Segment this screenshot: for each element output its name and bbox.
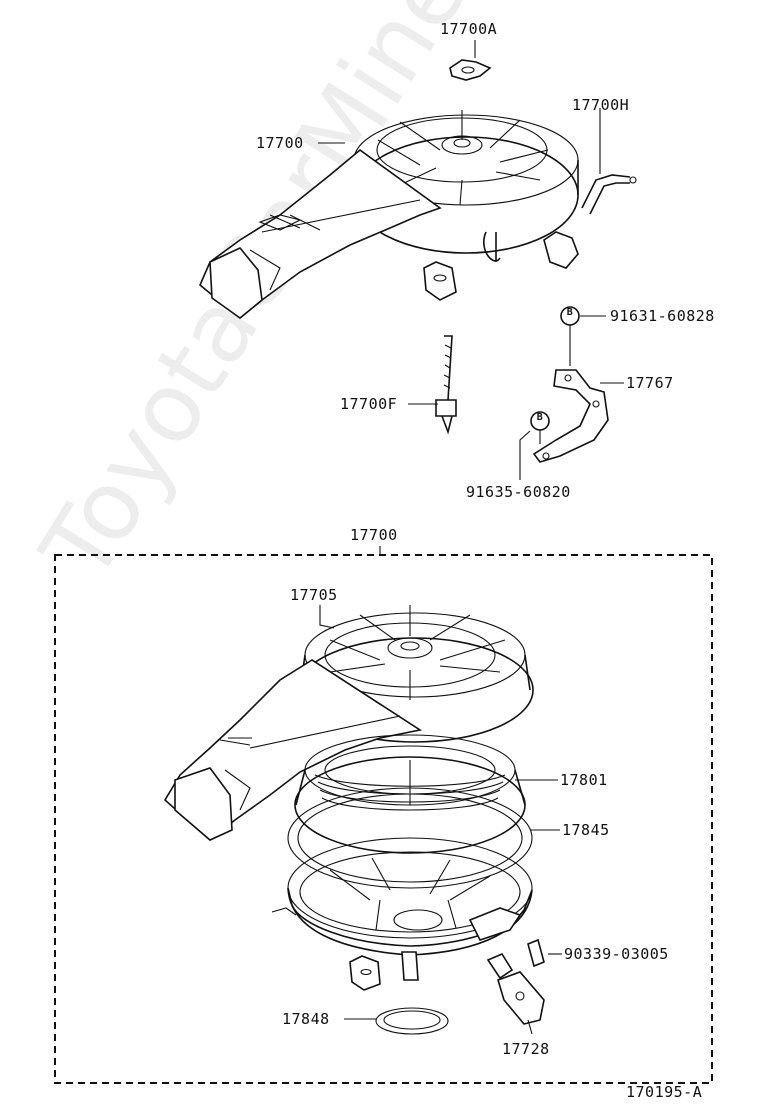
label-pin: 90339-03005 bbox=[564, 945, 669, 963]
wing-nut-drawing bbox=[449, 40, 492, 81]
figure-code: 170195-A bbox=[626, 1083, 703, 1101]
label-air-cleaner: 17700 bbox=[256, 134, 304, 152]
base-drawing bbox=[271, 837, 533, 991]
bracket-drawing bbox=[532, 325, 609, 463]
label-bolt-upper: 91631-60828 bbox=[610, 307, 715, 325]
label-hose: 17700H bbox=[572, 96, 630, 114]
gasket-drawing bbox=[287, 787, 533, 889]
label-gasket: 17845 bbox=[562, 821, 610, 839]
label-bolt-lower: 91635-60820 bbox=[466, 483, 571, 501]
air-cleaner-top-drawing bbox=[199, 108, 637, 320]
pin-drawing bbox=[527, 938, 562, 968]
bolt-marker-upper-label: B bbox=[566, 307, 574, 318]
bolt-marker-upper bbox=[560, 306, 580, 326]
label-valve: 17728 bbox=[502, 1040, 550, 1058]
label-cap: 17705 bbox=[290, 586, 338, 604]
valve-drawing bbox=[486, 952, 545, 1035]
label-ring: 17848 bbox=[282, 1010, 330, 1028]
bolt-marker-lower-label: B bbox=[536, 412, 544, 423]
stud-bolt-drawing bbox=[435, 335, 457, 435]
label-element: 17801 bbox=[560, 771, 608, 789]
label-wing-nut: 17700A bbox=[440, 20, 498, 38]
label-assembly: 17700 bbox=[350, 526, 398, 544]
bolt-marker-lower bbox=[530, 411, 550, 431]
label-bracket: 17767 bbox=[626, 374, 674, 392]
ring-drawing bbox=[344, 1007, 449, 1035]
cap-drawing bbox=[163, 605, 534, 842]
element-drawing bbox=[294, 734, 526, 854]
label-stud-bolt: 17700F bbox=[340, 395, 398, 413]
assembly-frame bbox=[54, 554, 713, 1084]
